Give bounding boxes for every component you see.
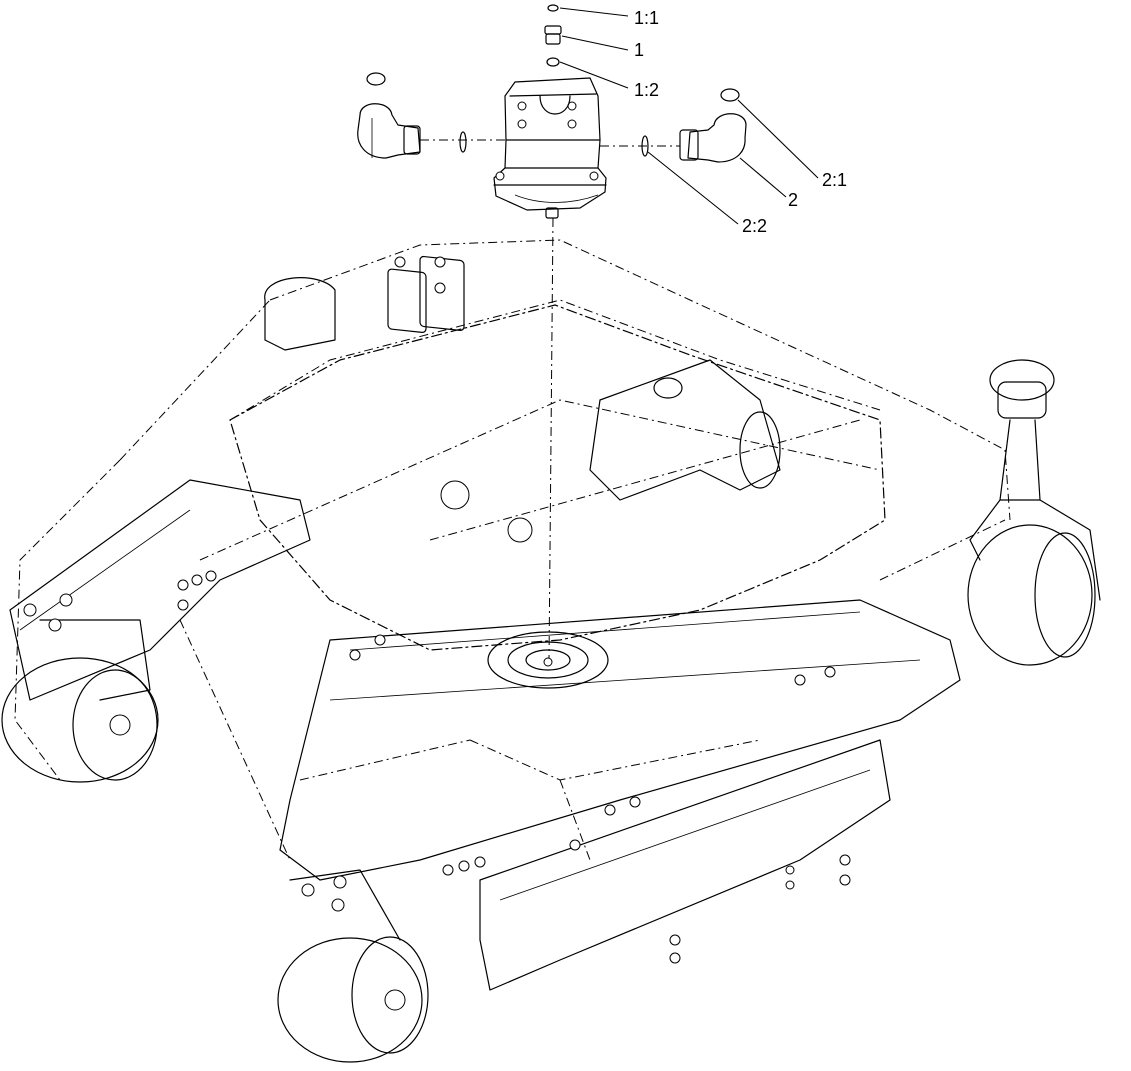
callout-2-1: 2:1 [822,170,847,190]
callout-labels: 1:1 1 1:2 2:1 2 2:2 [634,8,847,236]
mower-deck [1,239,1101,1063]
callout-1-1: 1:1 [634,8,659,28]
caster-wheel-left-front [1,593,159,783]
callout-1-2: 1:2 [634,80,659,100]
caster-wheel-bottom [277,869,429,1063]
callout-1: 1 [634,40,644,60]
caster-wheel-right [967,359,1101,666]
gearbox-assembly [357,4,747,661]
callout-2-2: 2:2 [742,216,767,236]
callout-2: 2 [788,190,798,210]
callout-leaders [559,7,819,225]
